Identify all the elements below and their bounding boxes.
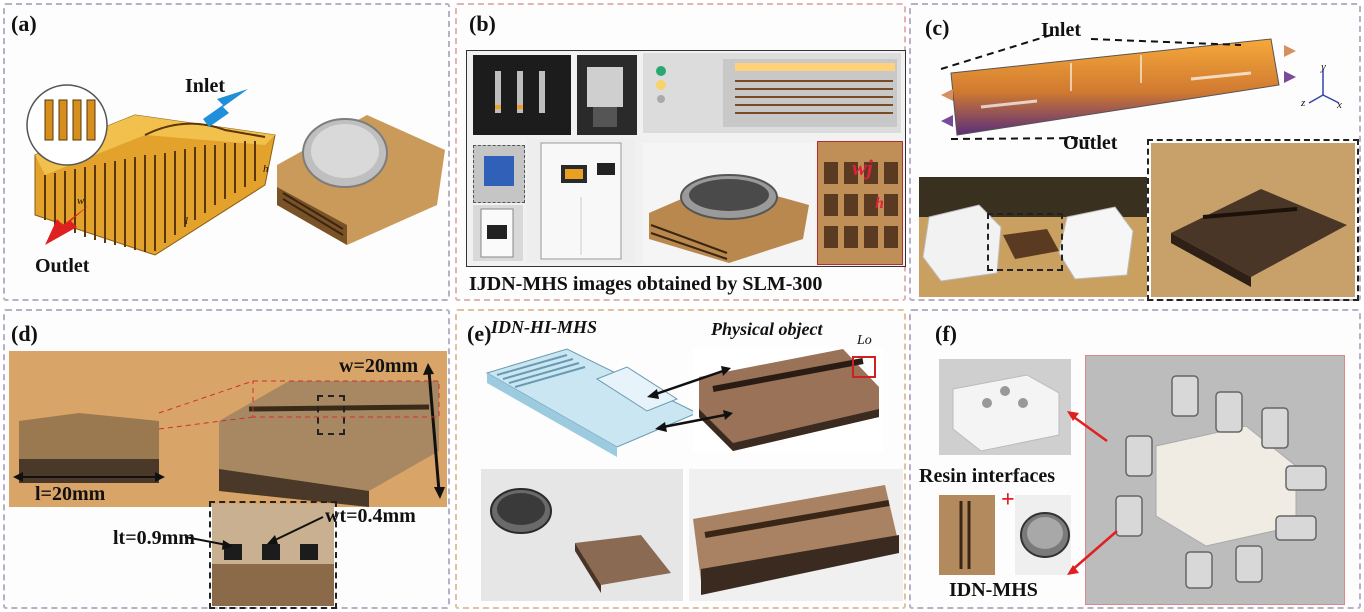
panel-e-tag: (e) [467,321,492,346]
axis-y: y [1321,61,1326,73]
idn-mhs-label: IDN-MHS [949,579,1038,601]
panel-d-tag: (d) [11,321,38,346]
channel-zoom-photo [817,141,903,265]
chamber-detail-photo [577,55,637,135]
heat-sink-illustration [26,84,276,256]
l-dimension: l=20mm [35,483,106,505]
sample-closeup-photo [689,469,903,601]
coin-photo [1015,495,1071,575]
sample-with-coin-photo [277,95,445,245]
panel-e: (e) IDN-HI-MHS Physical object Lo [455,309,906,609]
printer-composite-image: wj h [466,50,906,267]
outlet-arrow-icon [45,205,89,245]
panel-f-tag: (f) [935,321,957,346]
axis-z: z [1301,97,1306,109]
resin-block-photo [939,359,1071,455]
zoom-box-d-large [209,501,337,609]
machine-photo [527,139,635,263]
symbol-lo: Lo [857,333,872,348]
panel-b-tag: (b) [469,11,496,36]
symbol-wj: wj [852,155,873,180]
panel-b-caption: IJDN-MHS images obtained by SLM-300 [469,273,823,295]
resin-interfaces-label: Resin interfaces [919,465,1056,487]
control-panel-photo [643,53,901,133]
panel-b: (b) wj h [455,3,906,301]
correspondence-arrows [647,366,733,432]
wt-dimension: wt=0.4mm [325,505,416,527]
zoom-box-d-small [317,395,345,435]
channel-closeup-photo [212,504,334,606]
idn-mhs-sample-photo [939,495,995,575]
zoom-box-small [987,213,1063,271]
plus-sign: + [1001,487,1015,513]
panel-c-tag: (c) [925,15,950,40]
panel-f: (f) Resin interfaces + IDN-MHS [909,309,1361,609]
red-pointer-arrows [1067,411,1118,575]
panel-d: (d) w=20mm l=20mm lt=0.9mm wt=0.4mm [3,309,450,609]
sample-and-coin-photo [481,469,683,601]
physical-title: Physical object [711,319,823,339]
axis-x: x [1337,99,1342,111]
powder-container-photo [473,55,571,135]
closeup-arrows [184,516,324,550]
physical-object-photo [693,347,883,453]
panel-c: (c) Inlet Outlet y z x [909,3,1361,301]
assembly-photo [919,177,1147,297]
outlet-label: Outlet [35,255,90,277]
zoom-box-large [1147,139,1359,301]
panel-a: (a) Inlet Outlet w [3,3,450,301]
lt-dimension: lt=0.9mm [113,527,195,549]
fixture-assembly-photo [1085,355,1345,605]
axis-triad-icon [1308,69,1340,104]
dim-h-label: h [263,163,269,175]
dimension-arrows [13,363,445,499]
flow-channel-simulation [940,34,1296,140]
inlet-arrow-icon [203,89,248,127]
sample-zoom-photo [1151,143,1355,297]
printed-sample-photo [643,143,815,265]
recoater-photo [473,145,525,203]
dim-w-label: w [77,195,85,207]
dim-l-label: l [185,215,189,227]
w-dimension: w=20mm [339,355,419,377]
model-render [485,348,699,457]
inlet-label: Inlet [185,75,225,97]
machine-side-photo [473,205,523,261]
model-title: IDN-HI-MHS [491,317,598,337]
symbol-h: h [875,195,884,212]
panel-a-tag: (a) [11,11,37,36]
